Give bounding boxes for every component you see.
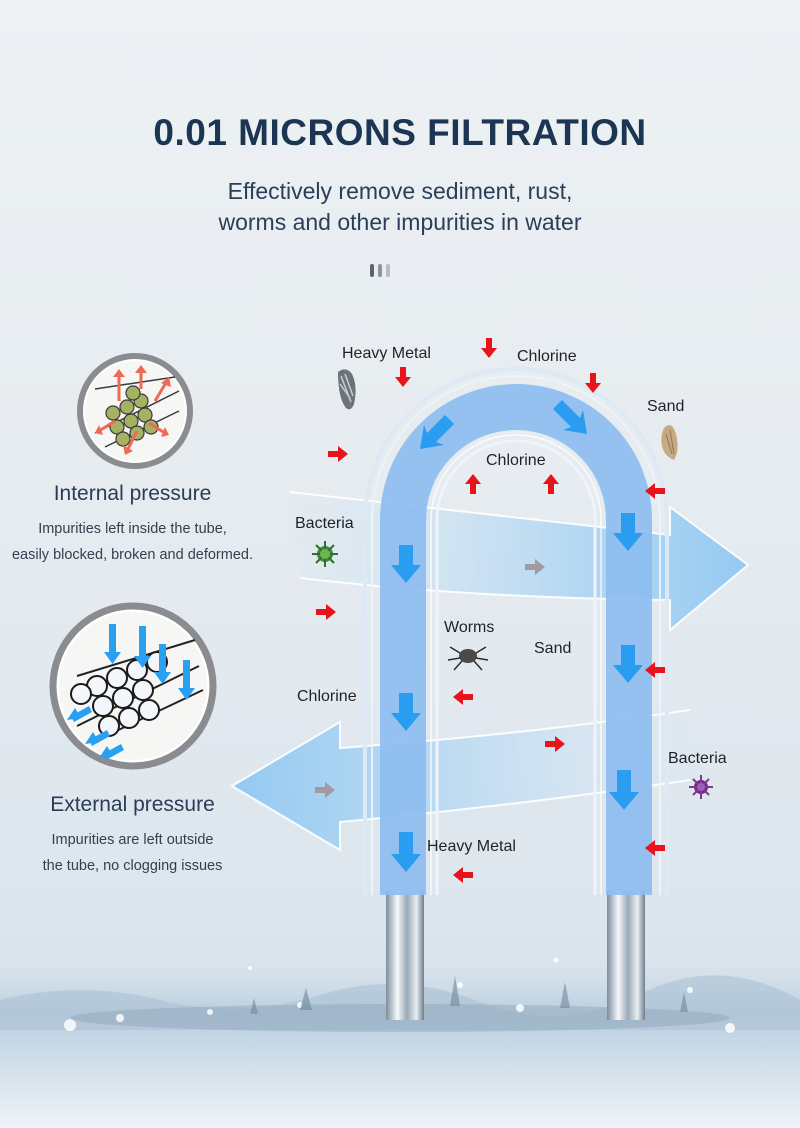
impurity-arrow-left-icon bbox=[645, 662, 665, 678]
impurity-arrow-up-icon bbox=[543, 474, 559, 494]
internal-desc-line-1: Impurities left inside the tube, bbox=[38, 521, 227, 537]
internal-pressure-heading: Internal pressure bbox=[53, 482, 212, 505]
label-chlorine-top: Chlorine bbox=[517, 348, 577, 365]
grey-arrow-right-icon bbox=[525, 559, 545, 575]
subtitle-line-2: worms and other impurities in water bbox=[218, 209, 582, 235]
flow-arrow-icon bbox=[391, 693, 421, 731]
inflow-band-arrow bbox=[289, 491, 750, 633]
u-tube-membrane bbox=[363, 367, 669, 895]
outflow-band-arrow bbox=[230, 709, 691, 852]
page-subtitle: Effectively remove sediment, rust, worms… bbox=[0, 176, 800, 238]
bacteria-icon bbox=[312, 541, 338, 567]
water-stream-right bbox=[607, 890, 645, 1020]
label-chlorine-inner: Chlorine bbox=[486, 452, 546, 469]
impurity-arrow-right-icon bbox=[328, 446, 348, 462]
impurity-arrow-down-icon bbox=[395, 367, 411, 387]
external-desc-line-1: Impurities are left outside bbox=[51, 832, 214, 848]
label-worms: Worms bbox=[444, 619, 495, 636]
impurity-arrow-up-icon bbox=[465, 474, 481, 494]
label-heavy-metal-bottom: Heavy Metal bbox=[427, 838, 516, 855]
impurity-arrow-down-icon bbox=[585, 373, 601, 393]
label-chlorine-left: Chlorine bbox=[297, 688, 357, 705]
label-heavy-metal-top: Heavy Metal bbox=[342, 345, 431, 362]
water-stream-left bbox=[386, 890, 424, 1020]
external-desc-line-2: the tube, no clogging issues bbox=[42, 858, 223, 874]
impurity-arrow-right-icon bbox=[316, 604, 336, 620]
subtitle-line-1: Effectively remove sediment, rust, bbox=[227, 178, 573, 204]
page-title: 0.01 MICRONS FILTRATION bbox=[153, 112, 647, 153]
impurity-arrow-left-icon bbox=[453, 689, 473, 705]
flow-arrow-icon bbox=[391, 545, 421, 583]
internal-pressure-icon bbox=[77, 353, 193, 469]
flow-arrow-icon bbox=[391, 832, 421, 872]
label-sand-top: Sand bbox=[647, 398, 685, 415]
bacteria-purple-icon bbox=[689, 775, 713, 799]
label-sand-mid: Sand bbox=[534, 640, 572, 657]
flow-arrow-icon bbox=[552, 400, 587, 434]
label-bacteria-right: Bacteria bbox=[668, 750, 727, 767]
external-pressure-icon bbox=[49, 602, 217, 770]
internal-desc-line-2: easily blocked, broken and deformed. bbox=[11, 547, 253, 563]
flow-arrow-icon bbox=[613, 645, 643, 683]
divider-bars bbox=[370, 264, 390, 277]
impurity-arrow-down-icon bbox=[481, 338, 497, 358]
flow-arrow-icon bbox=[420, 415, 455, 449]
external-pressure-heading: External pressure bbox=[50, 793, 215, 816]
impurity-arrow-left-icon bbox=[645, 840, 665, 856]
impurity-arrow-left-icon bbox=[453, 867, 473, 883]
heavy-metal-icon bbox=[338, 369, 356, 410]
label-bacteria-left: Bacteria bbox=[295, 515, 354, 532]
external-pressure-description: Impurities are left outside the tube, no… bbox=[0, 827, 265, 879]
grey-arrow-right-icon bbox=[315, 782, 335, 798]
internal-pressure-description: Impurities left inside the tube, easily … bbox=[0, 516, 265, 568]
impurity-arrow-right-icon bbox=[545, 736, 565, 752]
flow-arrow-icon bbox=[609, 770, 639, 810]
impurity-arrow-left-icon bbox=[645, 483, 665, 499]
worms-icon bbox=[447, 646, 489, 671]
sand-icon bbox=[661, 425, 678, 460]
flow-arrow-icon bbox=[613, 513, 643, 551]
